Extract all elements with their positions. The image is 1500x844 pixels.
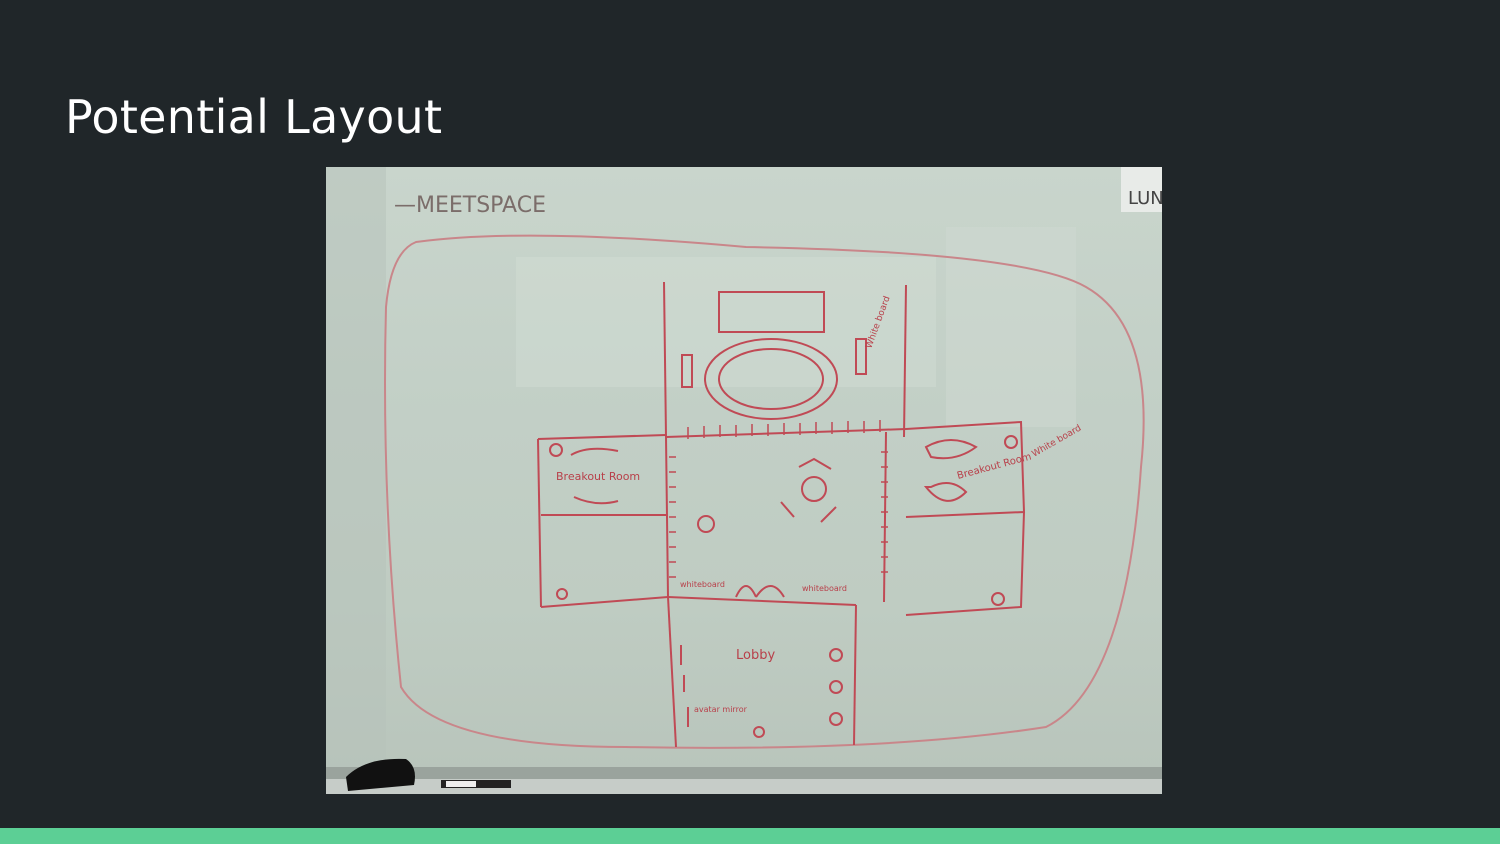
label-breakout-left: Breakout Room <box>556 470 640 483</box>
outer-boundary <box>384 234 1145 749</box>
corner-note <box>1121 167 1162 212</box>
label-whiteboard-left-bottom: whiteboard <box>680 580 725 589</box>
label-mirror: avatar mirror <box>694 705 748 714</box>
bottom-accent-bar <box>0 828 1500 844</box>
slide-title: Potential Layout <box>65 90 443 144</box>
eraser-icon <box>346 758 415 791</box>
chair-ticks <box>669 420 888 578</box>
plan-lines <box>537 281 1026 748</box>
label-breakout-right: Breakout Room <box>956 451 1033 481</box>
label-whiteboard-right: White board <box>1031 423 1084 459</box>
floor-plan-sketch: LUN —MEETSPACE <box>326 167 1162 794</box>
label-whiteboard-right-bottom: whiteboard <box>802 584 847 593</box>
whiteboard-photo: LUN —MEETSPACE <box>326 167 1162 794</box>
board-ledge <box>326 779 1162 794</box>
shadow-region <box>326 167 386 794</box>
board-heading: —MEETSPACE <box>394 193 546 218</box>
label-lobby: Lobby <box>736 648 775 663</box>
marker-label <box>446 781 476 787</box>
glare-region <box>946 227 1076 427</box>
corner-note-text: LUN <box>1128 188 1162 209</box>
